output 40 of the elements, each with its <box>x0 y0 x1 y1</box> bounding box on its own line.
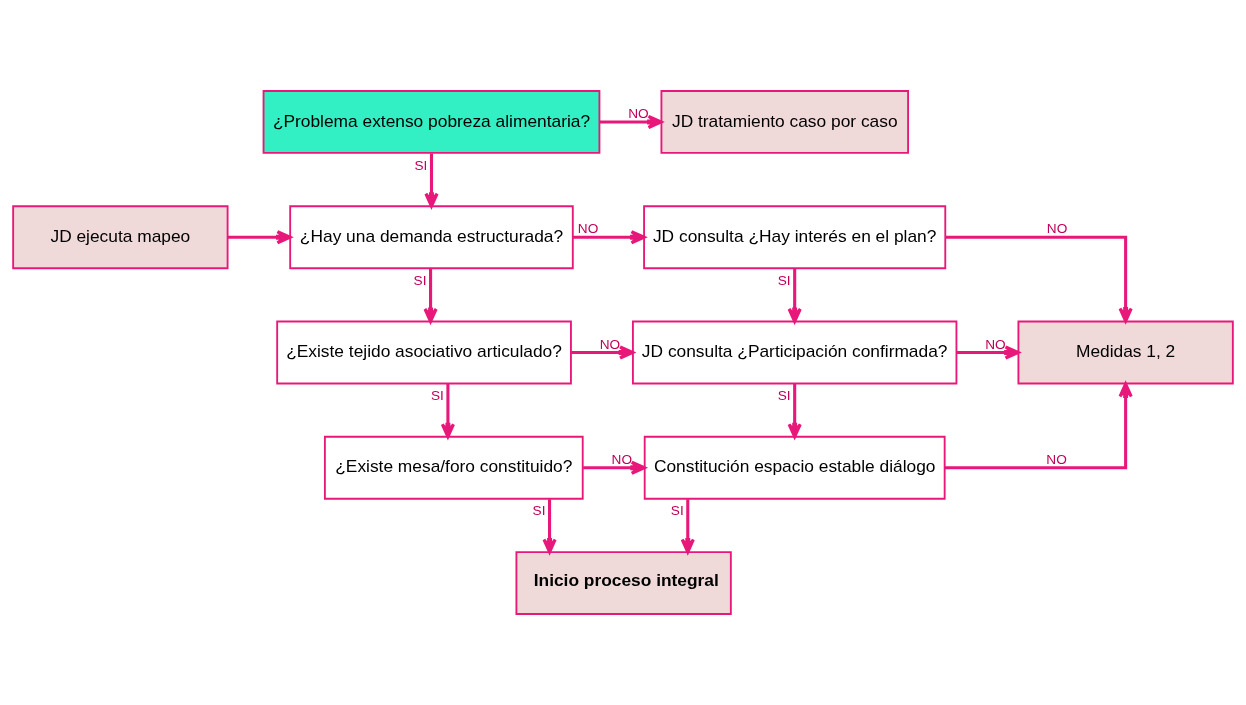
edge-label: SI <box>414 157 428 173</box>
arrow <box>440 384 456 439</box>
node-box: Inicio proceso integral <box>515 551 732 615</box>
edge-label: NO <box>611 451 632 467</box>
arrow <box>227 230 292 245</box>
node-box: ¿Existe tejido asociativo articulado? <box>276 320 572 385</box>
arrow <box>424 153 439 208</box>
arrow <box>423 268 438 323</box>
edge-label: SI <box>532 503 546 519</box>
edge-label: SI <box>413 272 427 288</box>
edge-label: NO <box>599 336 621 352</box>
node-box: ¿Problema extenso pobreza alimentaria? <box>262 90 601 154</box>
arrow <box>571 345 635 360</box>
edge-label: NO <box>577 221 599 237</box>
arrow <box>956 345 1020 360</box>
arrow <box>944 382 1133 470</box>
arrow <box>572 230 646 245</box>
edge-label: SI <box>777 272 791 288</box>
node-box: ¿Existe mesa/foro constituido? <box>323 435 584 500</box>
edge-label: NO <box>628 105 649 121</box>
node-box: JD tratamiento caso por caso <box>660 90 909 154</box>
arrow <box>787 384 802 439</box>
edge-label: NO <box>985 336 1006 352</box>
arrow <box>583 460 646 475</box>
node-box: Constitución espacio estable diálogo <box>643 435 946 500</box>
node-box: ¿Hay una demanda estructurada? <box>289 205 574 270</box>
edge-label: SI <box>430 388 444 404</box>
edge-label: NO <box>1046 451 1067 467</box>
node-box: Medidas 1, 2 <box>1017 320 1234 385</box>
arrow <box>542 499 557 554</box>
edge-label: SI <box>777 388 791 404</box>
arrow <box>945 235 1133 323</box>
node-box: JD ejecuta mapeo <box>12 205 229 270</box>
arrow <box>599 114 663 130</box>
edge-label: NO <box>1046 221 1068 237</box>
node-box: JD consulta ¿Hay interés en el plan? <box>643 205 947 270</box>
arrow <box>787 268 802 323</box>
node-box: JD consulta ¿Participación confirmada? <box>632 320 958 385</box>
arrow <box>680 499 695 554</box>
edge-label: SI <box>670 503 684 519</box>
